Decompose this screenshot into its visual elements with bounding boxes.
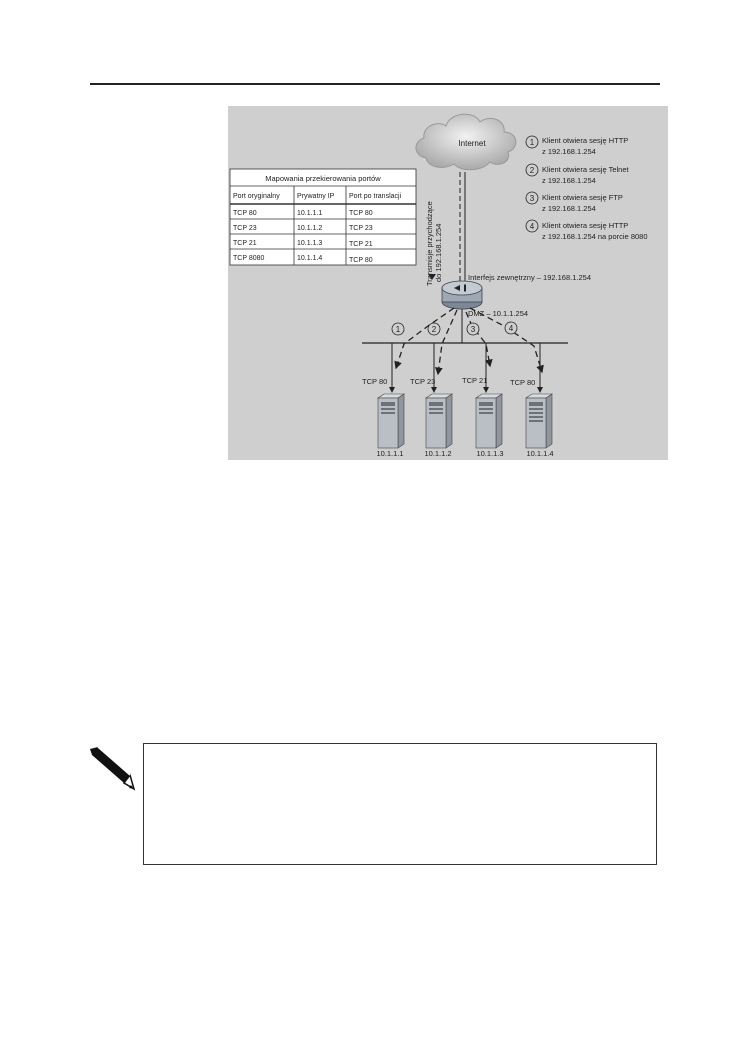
incoming-transmissions-label: Transmisje przychodzące	[425, 201, 434, 286]
legend-line: Klient otwiera sesję HTTP	[542, 136, 628, 145]
legend-number: 4	[530, 222, 535, 231]
server-icon	[425, 393, 453, 449]
note-box	[143, 743, 657, 865]
page-header-rule	[90, 83, 660, 85]
legend-number: 3	[530, 194, 535, 203]
table-cell: TCP 80	[349, 210, 373, 217]
table-cell: TCP 80	[349, 257, 373, 264]
marker-number: 2	[432, 325, 437, 334]
dmz-label: DMZ – 10.1.1.254	[468, 309, 528, 318]
table-header-original-port: Port oryginalny	[233, 193, 280, 200]
table-cell: TCP 23	[349, 225, 373, 232]
marker-number: 1	[396, 325, 401, 334]
legend-number: 2	[530, 166, 535, 175]
server-ip-label: 10.1.1.2	[424, 449, 451, 458]
session-markers: 1 2 3 4	[391, 321, 518, 336]
server-icon	[525, 393, 553, 449]
server-ip-label: 10.1.1.4	[526, 449, 553, 458]
router-icon	[441, 280, 483, 310]
arrow-down-icon	[428, 274, 436, 280]
session-legend: 1 Klient otwiera sesję HTTP z 192.168.1.…	[525, 135, 648, 241]
legend-line: Klient otwiera sesję HTTP	[542, 221, 628, 230]
cloud-icon: Internet	[415, 113, 517, 171]
incoming-target-label: do 192.168.1.254	[434, 224, 443, 282]
server-port-label: TCP 80	[510, 378, 535, 387]
cloud-label: Internet	[458, 139, 486, 148]
port-mapping-table: Mapowania przekierowania portów Port ory…	[229, 168, 417, 266]
server-ip-label: 10.1.1.3	[476, 449, 503, 458]
table-cell: TCP 80	[233, 210, 257, 217]
pencil-icon	[90, 746, 136, 791]
port-forwarding-diagram: Internet Transmisje przychodzące do 192.…	[228, 106, 668, 460]
table-header-private-ip: Prywatny IP	[297, 193, 335, 200]
session-paths	[394, 307, 544, 376]
legend-number: 1	[530, 138, 535, 147]
server-icon	[475, 393, 503, 449]
table-cell: 10.1.1.1	[297, 210, 322, 217]
marker-number: 3	[471, 325, 476, 334]
server-ip-label: 10.1.1.1	[376, 449, 403, 458]
legend-line: z 192.168.1.254	[542, 204, 596, 213]
table-cell: 10.1.1.4	[297, 255, 322, 262]
legend-line: Klient otwiera sesję FTP	[542, 193, 623, 202]
server-port-label: TCP 23	[410, 377, 435, 386]
table-header-translated-port: Port po translacji	[349, 193, 402, 200]
table-cell: TCP 21	[349, 241, 373, 248]
server-port-label: TCP 21	[462, 376, 487, 385]
server-port-label: TCP 80	[362, 377, 387, 386]
table-title: Mapowania przekierowania portów	[265, 174, 381, 183]
legend-line: Klient otwiera sesję Telnet	[542, 165, 629, 174]
table-cell: 10.1.1.3	[297, 240, 322, 247]
legend-line: z 192.168.1.254	[542, 176, 596, 185]
table-cell: TCP 23	[233, 225, 257, 232]
table-cell: TCP 21	[233, 240, 257, 247]
marker-number: 4	[509, 324, 514, 333]
server-icon	[377, 393, 405, 449]
table-cell: 10.1.1.2	[297, 225, 322, 232]
external-interface-label: Interfejs zewnętrzny – 192.168.1.254	[468, 273, 591, 282]
legend-line: z 192.168.1.254 na porcie 8080	[542, 232, 648, 241]
table-cell: TCP 8080	[233, 255, 264, 262]
legend-line: z 192.168.1.254	[542, 147, 596, 156]
